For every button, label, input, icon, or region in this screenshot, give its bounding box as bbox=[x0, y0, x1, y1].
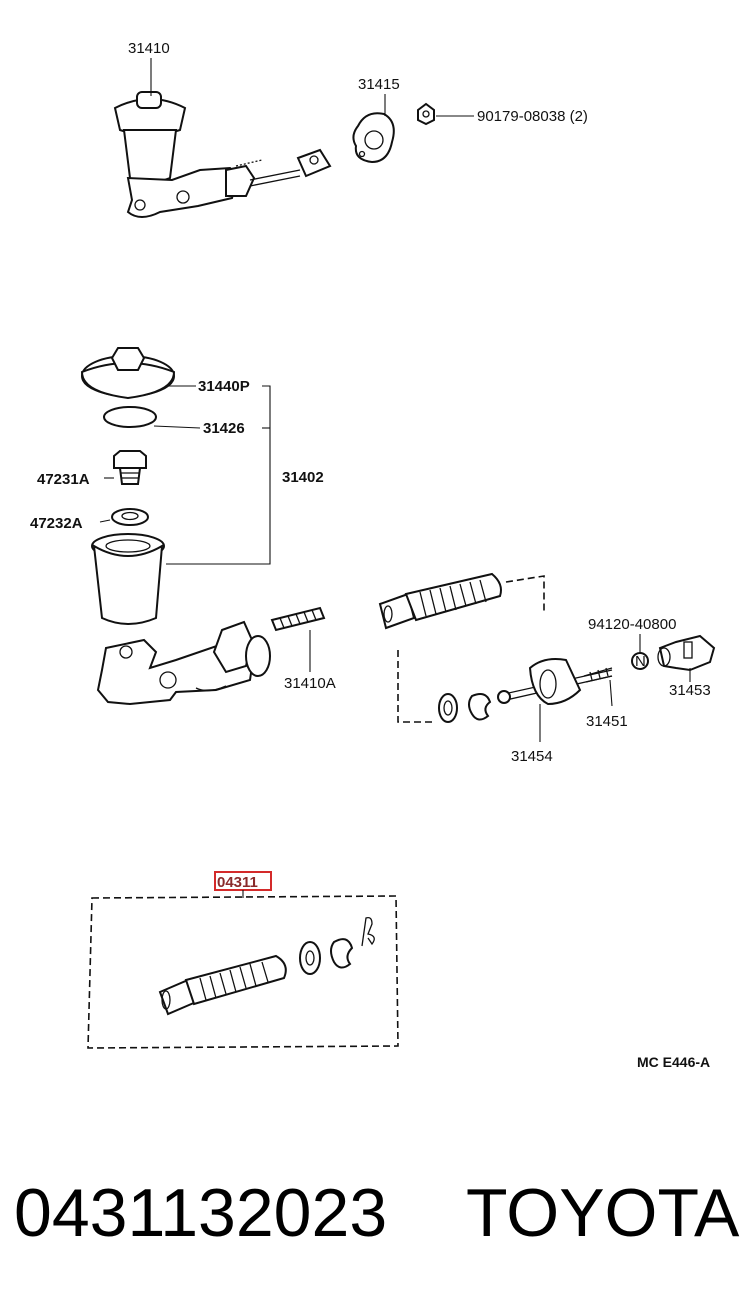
kit-seal-set-drawing bbox=[299, 916, 375, 975]
bolt-47231A-drawing bbox=[113, 450, 147, 485]
label-04311: 04311 bbox=[217, 874, 258, 891]
label-47231A: 47231A bbox=[37, 471, 90, 488]
label-31426: 31426 bbox=[203, 420, 245, 437]
reservoir-31402-drawing bbox=[91, 533, 165, 625]
label-31451: 31451 bbox=[586, 713, 628, 730]
diaphragm-31426-drawing bbox=[103, 406, 157, 428]
label-90179-08038: 90179-08038 (2) bbox=[477, 108, 588, 125]
label-31415: 31415 bbox=[358, 76, 400, 93]
label-31453: 31453 bbox=[669, 682, 711, 699]
label-94120-40800: 94120-40800 bbox=[588, 616, 676, 633]
figure-reference: MC E446-A bbox=[637, 1054, 710, 1070]
kit-box-04311 bbox=[87, 895, 399, 1049]
nut-90179-drawing bbox=[417, 102, 435, 126]
push-rod-boot-drawing bbox=[497, 658, 613, 706]
seal-set-drawing bbox=[438, 693, 492, 723]
footer-brand: TOYOTA bbox=[466, 1175, 740, 1251]
label-47232A: 47232A bbox=[30, 515, 83, 532]
cylinder-body-drawing bbox=[96, 620, 271, 706]
stud-31410A-drawing bbox=[270, 606, 326, 632]
washer-47232A-drawing bbox=[111, 508, 149, 526]
label-31410: 31410 bbox=[128, 40, 170, 57]
footer-part-number: 0431132023 bbox=[14, 1175, 387, 1251]
bracket-31402 bbox=[166, 385, 271, 565]
gasket-31415-drawing bbox=[352, 112, 395, 164]
kit-piston-spring-drawing bbox=[158, 954, 287, 1016]
clevis-31453-drawing bbox=[657, 634, 716, 672]
label-31410A: 31410A bbox=[284, 675, 336, 692]
reservoir-cap-31440P-drawing bbox=[80, 347, 176, 400]
label-31454: 31454 bbox=[511, 748, 553, 765]
master-cylinder-assembly-drawing bbox=[113, 91, 332, 218]
label-31402: 31402 bbox=[282, 469, 324, 486]
piston-spring-drawing bbox=[378, 572, 502, 630]
label-N: N bbox=[635, 653, 646, 670]
kit-box-middle bbox=[397, 575, 545, 723]
label-31440P: 31440P bbox=[198, 378, 250, 395]
